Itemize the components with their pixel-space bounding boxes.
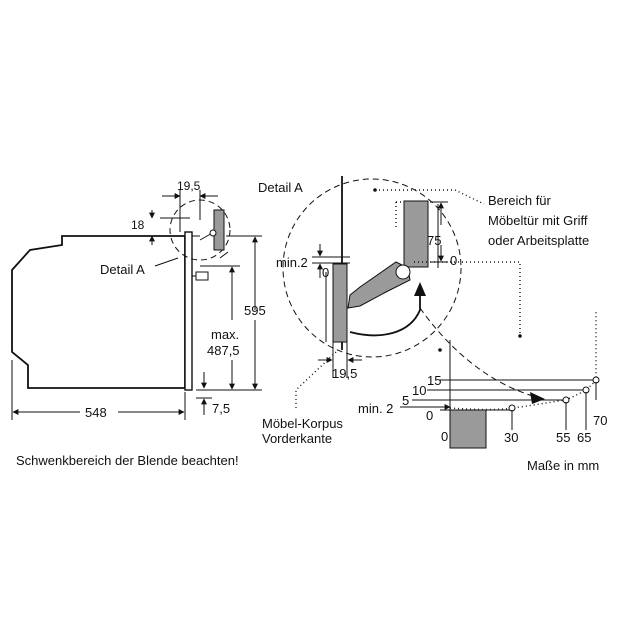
- detail-a-title: Detail A: [258, 180, 303, 195]
- swing-15-label: 15: [427, 373, 441, 388]
- detail-a-left-label: Detail A: [100, 262, 145, 277]
- bereich-line2: Möbeltür mit Griff: [488, 213, 588, 228]
- bereich-area-dotted: [414, 261, 521, 336]
- swing-arrow-head: [414, 282, 426, 296]
- dim-max-label: max.: [211, 327, 239, 342]
- oven-body-outline: [11, 235, 186, 389]
- swing-range-diagram: 15 10 min. 2 5 0 0 30 55 65 70: [358, 307, 607, 449]
- swing-5-label: 5: [402, 393, 409, 408]
- mini-hinge-pivot: [209, 229, 217, 237]
- dim-19-5-bottom-label: 19,5: [332, 366, 357, 381]
- dim-548-label: 548: [85, 405, 107, 420]
- oven-front-panel: [184, 231, 193, 391]
- mini-arrow: [219, 251, 229, 259]
- moebel-leader: [295, 351, 337, 410]
- detail-a-enlarged: Detail A 75 0 min.2 0: [258, 176, 589, 446]
- hinge-arm: [347, 261, 411, 309]
- mini-door: [213, 209, 225, 251]
- moebel-line1: Möbel-Korpus: [262, 416, 343, 431]
- bereich-leader: [375, 189, 485, 205]
- swing-min2-label: min. 2: [358, 401, 393, 416]
- moebel-area-dot: [438, 348, 442, 352]
- bereich-leader-dot: [373, 188, 377, 192]
- dim-0-left-label: 0: [322, 265, 329, 280]
- bereich-line1: Bereich für: [488, 193, 552, 208]
- dim-595-label: 595: [244, 303, 266, 318]
- swing-65-label: 65: [577, 430, 591, 445]
- swing-55-label: 55: [556, 430, 570, 445]
- detail-a-circle: [282, 178, 462, 358]
- swing-path-curve: [349, 290, 421, 337]
- swing-10-label: 10: [412, 383, 426, 398]
- dim-min2-left-label: min.2: [276, 255, 308, 270]
- cabinet-block: [449, 409, 487, 449]
- dim-18-label: 18: [131, 218, 145, 232]
- swing-70-label: 70: [593, 413, 607, 428]
- swing-30-label: 30: [504, 430, 518, 445]
- dim-75-label: 75: [427, 233, 441, 248]
- swing-dotted-curve: [449, 310, 597, 411]
- dim-19-5-top-label: 19,5: [177, 179, 201, 193]
- swing-0-row-label: 0: [426, 408, 433, 423]
- oven-side-view: 19,5 18 Detail A 595 max. 487,5 548 7,5: [11, 179, 266, 420]
- detail-a-left-leader: [154, 257, 179, 267]
- swing-dashed-arrow: [530, 392, 545, 404]
- bereich-area-dot: [518, 334, 522, 338]
- dim-7-5-label: 7,5: [212, 401, 230, 416]
- swing-0-col-label: 0: [441, 429, 448, 444]
- furniture-door: [403, 200, 429, 268]
- bereich-line3: oder Arbeitsplatte: [488, 233, 589, 248]
- units-label: Maße in mm: [527, 458, 599, 473]
- footer-note: Schwenkbereich der Blende beachten!: [16, 453, 239, 468]
- dim-487-5-label: 487,5: [207, 343, 240, 358]
- dim-0-right-label: 0: [450, 253, 457, 268]
- blende-panel: [332, 263, 348, 343]
- hinge-pivot: [395, 264, 411, 280]
- swing-dashed-line: [419, 307, 541, 399]
- door-dotted-edge: [395, 201, 404, 230]
- moebel-line2: Vorderkante: [262, 431, 332, 446]
- oven-handle-small: [195, 271, 209, 281]
